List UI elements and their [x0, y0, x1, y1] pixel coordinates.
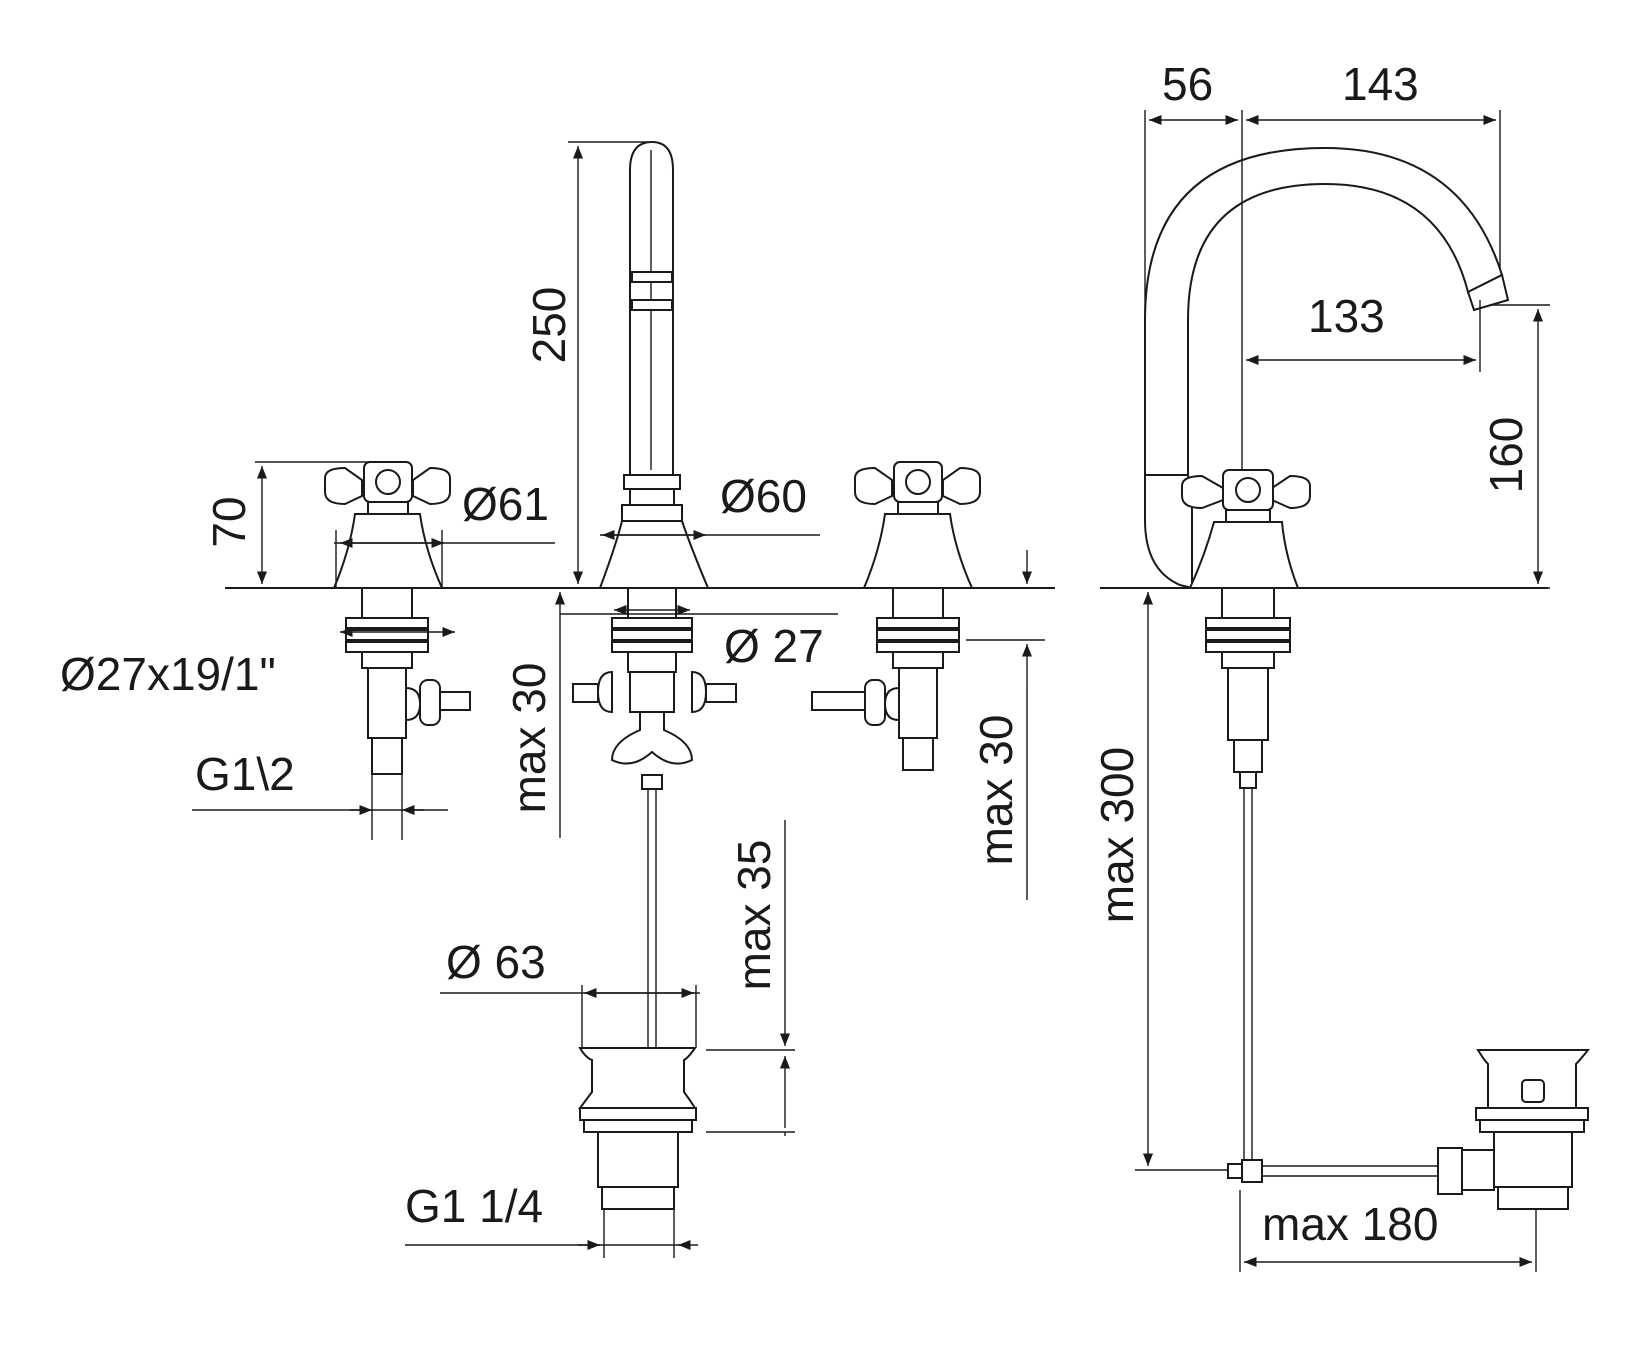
dim-max30-left: max 30: [503, 663, 555, 814]
dim-160: 160: [1480, 417, 1532, 494]
dim-dia27: Ø 27: [724, 620, 824, 672]
side-view: 56 143 133 160 max 300 max 180: [1091, 58, 1591, 1272]
front-view: 250 70 Ø61 Ø60 Ø 27 Ø27x19/1": [60, 140, 1055, 1258]
dim-dia63: Ø 63: [446, 936, 546, 988]
dim-g12: G1\2: [195, 748, 295, 800]
side-dimensions: 56 143 133 160 max 300 max 180: [1091, 58, 1550, 1272]
side-valve: [1181, 469, 1311, 1168]
dim-70: 70: [203, 496, 255, 547]
dim-133: 133: [1308, 290, 1385, 342]
dim-dia61: Ø61: [462, 478, 549, 530]
spout-front: [572, 140, 737, 1055]
dim-g114: G1 1/4: [405, 1180, 543, 1232]
drain-front: [578, 1047, 697, 1210]
dim-143: 143: [1342, 58, 1419, 110]
right-valve: [811, 461, 981, 771]
front-dimensions: 250 70 Ø61 Ø60 Ø 27 Ø27x19/1": [60, 141, 1045, 1258]
dim-max35: max 35: [728, 840, 780, 991]
dim-250: 250: [523, 287, 575, 364]
dim-dia27x19: Ø27x19/1": [60, 648, 276, 700]
dim-max300: max 300: [1091, 747, 1143, 923]
dim-dia60: Ø60: [720, 470, 807, 522]
dim-56: 56: [1162, 58, 1213, 110]
drain-side: [1227, 1049, 1591, 1210]
gooseneck-spout: [1144, 146, 1510, 590]
left-valve: [324, 461, 471, 840]
dim-max30-right: max 30: [970, 715, 1022, 866]
dim-max180: max 180: [1262, 1198, 1438, 1250]
